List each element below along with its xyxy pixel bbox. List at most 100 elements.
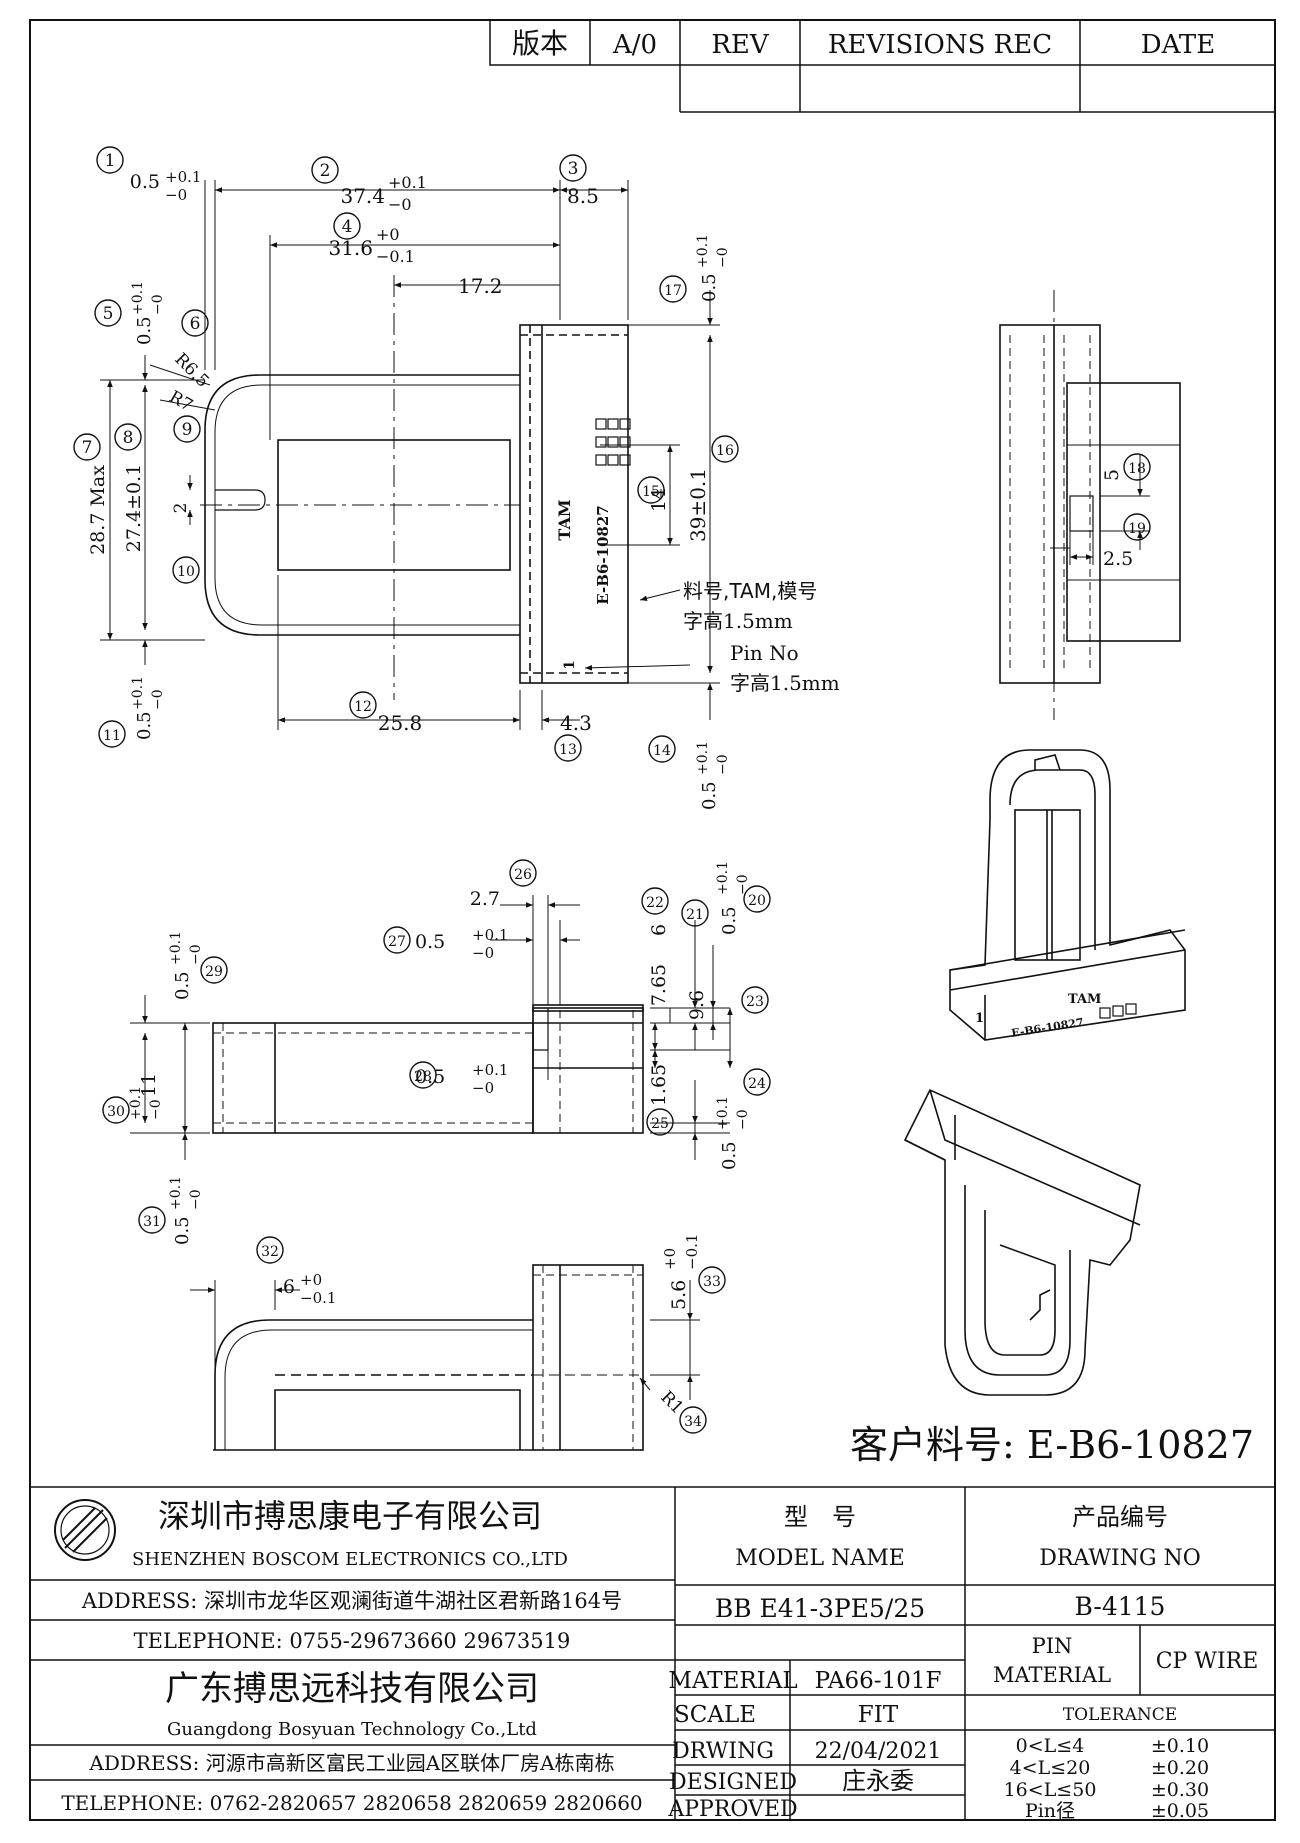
tolerance-label: TOLERANCE bbox=[1063, 1705, 1177, 1725]
front-view-dimensions bbox=[100, 180, 720, 730]
dim-31-value: 0.5 bbox=[172, 1216, 193, 1245]
dim-31-tol-plus: +0.1 bbox=[168, 1176, 184, 1210]
drawing-no-en-label: DRAWING NO bbox=[1039, 1546, 1201, 1571]
rev-version-header: 版本 bbox=[512, 27, 568, 60]
dim-28-tol-plus: +0.1 bbox=[472, 1061, 508, 1079]
balloon-19: 19 bbox=[1128, 521, 1146, 537]
rev-date-header: DATE bbox=[1141, 30, 1216, 60]
balloon-27: 27 bbox=[388, 934, 406, 950]
iso-view-lower bbox=[903, 1088, 1141, 1396]
section-view-dimensions bbox=[190, 1280, 700, 1440]
balloon-33: 33 bbox=[703, 1274, 721, 1290]
tol-range-3: Pin径 bbox=[1025, 1800, 1075, 1822]
dim-4-tol-minus: −0.1 bbox=[376, 247, 415, 266]
dim-5-6-tol-minus: −0.1 bbox=[683, 1234, 701, 1270]
tol-value-0: ±0.10 bbox=[1151, 1735, 1209, 1757]
marking-code: E-B6-10827 bbox=[594, 505, 612, 604]
front-view bbox=[200, 275, 631, 700]
dim-14-tol-plus: +0.1 bbox=[695, 741, 711, 775]
balloon-11: 11 bbox=[103, 728, 121, 744]
balloon-2: 2 bbox=[320, 161, 331, 181]
rev-revisions-header: REVISIONS REC bbox=[828, 30, 1052, 60]
dim-11-tol-minus: −0 bbox=[150, 689, 166, 710]
balloon-16: 16 bbox=[716, 443, 734, 459]
dim-2-7: 2.7 bbox=[470, 888, 500, 910]
title-block-grid bbox=[30, 1486, 1275, 1820]
material-label: MATERIAL bbox=[668, 1668, 797, 1694]
approved-label: APPROVED bbox=[667, 1797, 797, 1822]
iso-view-upper bbox=[949, 749, 1186, 1041]
balloon-3: 3 bbox=[568, 159, 579, 179]
balloon-1: 1 bbox=[105, 151, 116, 171]
dim-5-6-tol-plus: +0 bbox=[661, 1248, 679, 1270]
revision-table bbox=[489, 19, 1276, 113]
dim-20-tol-minus: −0 bbox=[735, 874, 751, 895]
dim-1-value: 0.5 bbox=[130, 171, 160, 193]
dim-24-tol-minus: −0 bbox=[735, 1109, 751, 1130]
dim-4-tol-plus: +0 bbox=[376, 225, 400, 244]
dim-2-tol-minus: −0 bbox=[388, 195, 412, 214]
marking-brand: TAM bbox=[555, 499, 574, 540]
dim-6-bottom-tol-plus: +0 bbox=[300, 1271, 322, 1289]
dim-2-value: 37.4 bbox=[340, 184, 385, 208]
tol-range-2: 16<L≤50 bbox=[1004, 1779, 1097, 1801]
dim-29-tol-plus: +0.1 bbox=[168, 931, 184, 965]
pin-material-label-1: PIN bbox=[1032, 1634, 1073, 1658]
dim-14-tol-minus: −0 bbox=[715, 754, 731, 775]
company-name-cn: 深圳市搏思康电子有限公司 bbox=[158, 1497, 542, 1535]
balloon-4: 4 bbox=[342, 217, 353, 237]
model-name-cn-label: 型 号 bbox=[784, 1503, 856, 1531]
dim-30-tol-plus: +0.1 bbox=[128, 1086, 144, 1120]
tol-range-0: 0<L≤4 bbox=[1016, 1735, 1085, 1757]
company-address-2: ADDRESS: 河源市高新区富民工业园A区联体厂房A栋南栋 bbox=[88, 1751, 614, 1775]
scale-value: FIT bbox=[858, 1702, 899, 1728]
note-marking-line2: 字高1.5mm bbox=[683, 609, 793, 633]
dim-1-tol-minus: −0 bbox=[165, 186, 187, 204]
pin-material-label-2: MATERIAL bbox=[993, 1663, 1111, 1687]
customer-part-number: 客户料号: E-B6-10827 bbox=[850, 1423, 1254, 1467]
dim-3-value: 8.5 bbox=[567, 184, 599, 208]
drawing-no-value: B-4115 bbox=[1075, 1592, 1166, 1621]
company-logo bbox=[54, 1499, 116, 1561]
tol-value-2: ±0.30 bbox=[1151, 1779, 1209, 1801]
side-view bbox=[999, 290, 1181, 720]
dim-6: 6 bbox=[648, 924, 670, 936]
balloon-29: 29 bbox=[205, 964, 223, 980]
model-name-en-label: MODEL NAME bbox=[735, 1546, 905, 1571]
balloon-14: 14 bbox=[653, 743, 671, 759]
vertical-tol-dims-2: 0.5 +0.1 −0 0.5 +0.1 −0 0.5 +0.1 −0 0.5 … bbox=[128, 861, 751, 1245]
dim-9-6: 9.6 bbox=[686, 990, 708, 1020]
balloon-25: 25 bbox=[651, 1116, 669, 1132]
dim-24-tol-plus: +0.1 bbox=[715, 1096, 731, 1130]
dim-29-value: 0.5 bbox=[172, 971, 193, 1000]
top-view-dimensions bbox=[130, 895, 733, 1160]
designed-value: 庄永委 bbox=[842, 1767, 914, 1795]
material-value: PA66-101F bbox=[815, 1668, 942, 1694]
tolerance-table: 0<L≤4 ±0.10 4<L≤20 ±0.20 16<L≤50 ±0.30 P… bbox=[1004, 1735, 1210, 1822]
dim-r7: R7 bbox=[166, 387, 196, 416]
balloon-26: 26 bbox=[514, 867, 532, 883]
dim-side-5: 5 bbox=[1101, 469, 1123, 481]
pin-material-value: CP WIRE bbox=[1156, 1649, 1259, 1674]
dim-5-6-value: 5.6 bbox=[668, 1280, 690, 1310]
drawing-no-cn-label: 产品编号 bbox=[1072, 1503, 1168, 1531]
rev-rev-header: REV bbox=[711, 30, 770, 60]
balloon-15: 15 bbox=[642, 484, 660, 500]
company-telephone-2: TELEPHONE: 0762-2820657 2820658 2820659 … bbox=[61, 1791, 642, 1815]
iso-marking-pin: 1 bbox=[975, 1011, 984, 1026]
balloon-20: 20 bbox=[748, 893, 766, 909]
designed-label: DESIGNED bbox=[669, 1770, 797, 1795]
dim-11-tol-plus: +0.1 bbox=[130, 676, 146, 710]
scale-label: SCALE bbox=[674, 1702, 756, 1728]
dim-7-65: 7.65 bbox=[648, 964, 670, 1006]
dim-1-65: 1.65 bbox=[648, 1064, 670, 1106]
vertical-tol-dims: 0.5 +0.1 −0 0.5 +0.1 −0 0.5 +0.1 −0 0.5 … bbox=[130, 234, 731, 810]
dim-28-7-max: 28.7 Max bbox=[87, 465, 109, 555]
dim-27-tol-minus: −0 bbox=[472, 944, 494, 962]
dim-27-value: 0.5 bbox=[415, 931, 445, 953]
balloon-5: 5 bbox=[103, 304, 114, 324]
dim-29-tol-minus: −0 bbox=[188, 944, 204, 965]
balloon-32: 32 bbox=[261, 1244, 279, 1260]
